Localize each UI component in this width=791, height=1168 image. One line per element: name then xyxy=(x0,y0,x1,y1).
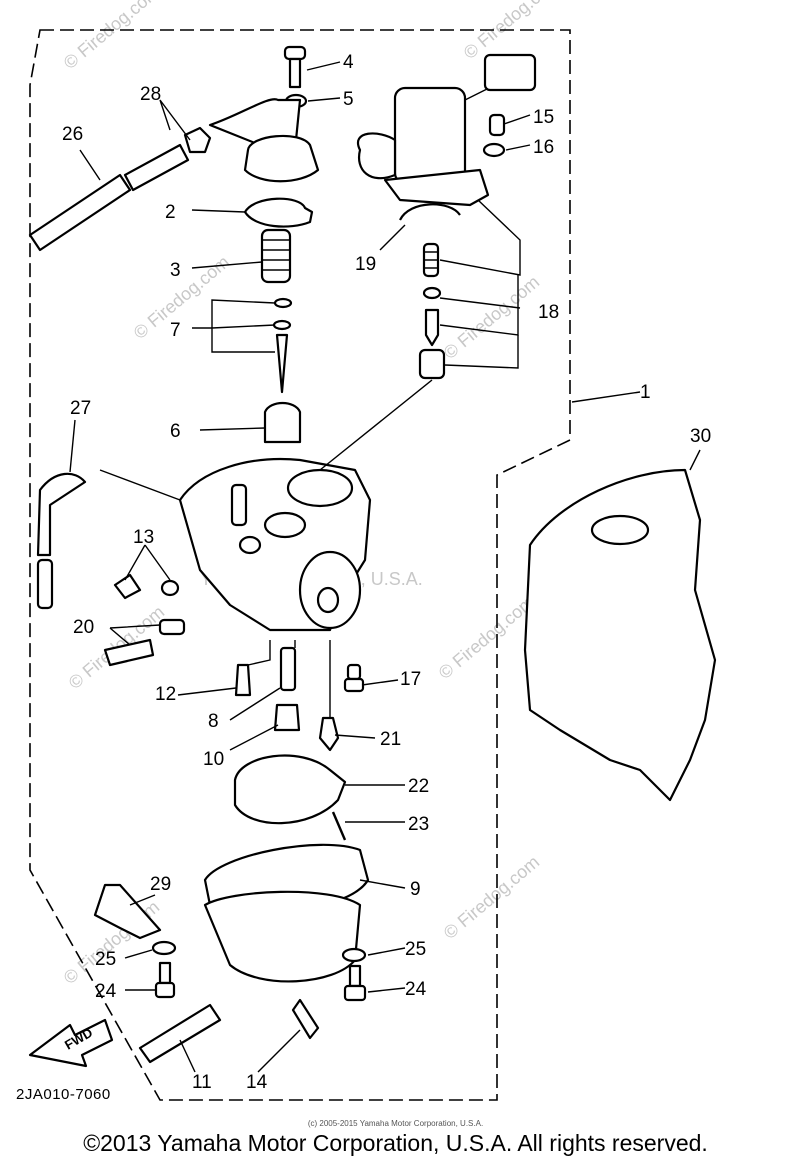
watermark-text: © Firedog.com xyxy=(60,0,163,73)
part-carburetor-body xyxy=(178,458,372,632)
small-copyright: (c) 2005-2015 Yamaha Motor Corporation, … xyxy=(307,1119,484,1128)
part-label-30: 30 xyxy=(690,426,711,447)
part-hose-27a xyxy=(36,472,87,557)
part-number-labels: 30 1 2 3 4 5 6 7 8 9 10 11 12 13 14 15 1… xyxy=(62,52,711,1093)
part-washer-25-left xyxy=(151,940,177,956)
watermark-text: © Firedog.com xyxy=(435,592,538,683)
part-label-15: 15 xyxy=(533,107,554,128)
part-drain-screw-14 xyxy=(291,998,320,1040)
part-hose-26 xyxy=(28,173,132,252)
part-label-4: 4 xyxy=(343,52,354,73)
part-spring-3 xyxy=(260,228,292,284)
part-slide-6 xyxy=(263,401,302,444)
part-pin-23 xyxy=(331,811,347,841)
part-needle-7 xyxy=(275,333,289,394)
part-label-13: 13 xyxy=(133,527,154,548)
part-label-24-left: 24 xyxy=(95,981,117,1002)
part-label-7: 7 xyxy=(170,320,181,341)
part-o-ring-19 xyxy=(399,203,461,221)
part-cover-30 xyxy=(523,468,717,802)
part-spring-20 xyxy=(158,618,186,636)
watermark-text: © Firedog.com xyxy=(440,272,543,363)
part-screw-24-right xyxy=(343,964,367,1002)
part-label-12: 12 xyxy=(155,684,176,705)
part-solenoid xyxy=(356,53,537,207)
fwd-arrow-icon: FWD xyxy=(28,1018,114,1068)
part-top-cover xyxy=(208,98,320,183)
part-screw-24-left xyxy=(154,961,176,999)
drawing-code: 2JA010-7060 xyxy=(16,1086,111,1103)
part-jet-8 xyxy=(279,646,297,692)
part-label-14: 14 xyxy=(246,1072,268,1093)
part-label-16: 16 xyxy=(533,137,554,158)
part-tube-11 xyxy=(138,1003,222,1064)
assembly-outline xyxy=(29,29,571,1101)
part-clip-7a xyxy=(273,297,293,309)
part-label-26: 26 xyxy=(62,124,83,145)
part-screw-17 xyxy=(343,663,365,693)
part-label-25-right: 25 xyxy=(405,939,426,960)
part-label-28: 28 xyxy=(140,84,161,105)
part-washer-16 xyxy=(482,142,506,158)
part-screw-15 xyxy=(488,113,506,137)
part-label-21: 21 xyxy=(380,729,401,750)
copyright-footer: ©2013 Yamaha Motor Corporation, U.S.A. A… xyxy=(83,1130,708,1156)
part-screw-13 xyxy=(113,573,142,600)
part-label-6: 6 xyxy=(170,421,181,442)
part-screw-20 xyxy=(103,638,155,667)
part-gasket-2 xyxy=(243,197,314,228)
part-label-3: 3 xyxy=(170,260,181,281)
part-clip-7b xyxy=(272,319,292,331)
part-washer-25-right xyxy=(341,947,367,963)
part-label-24-right: 24 xyxy=(405,979,427,1000)
part-nut-28 xyxy=(183,126,212,154)
part-spring-13 xyxy=(160,579,180,597)
part-jet-10 xyxy=(273,703,301,732)
part-label-11: 11 xyxy=(192,1072,212,1093)
part-label-23: 23 xyxy=(408,814,429,835)
part-label-27: 27 xyxy=(70,398,91,419)
part-screw-4 xyxy=(283,45,307,89)
part-clip-18 xyxy=(422,286,442,300)
part-tube-28 xyxy=(123,143,190,192)
watermark-text: © Firedog.com xyxy=(440,852,543,943)
part-spring-18 xyxy=(422,242,440,278)
part-label-18: 18 xyxy=(538,302,559,323)
part-hose-27b xyxy=(36,558,54,610)
part-sleeve-18 xyxy=(418,348,446,380)
part-float-bowl xyxy=(203,890,362,983)
part-label-8: 8 xyxy=(208,711,219,732)
part-label-2: 2 xyxy=(165,202,176,223)
watermark-text: © Firedog.com xyxy=(460,0,563,63)
part-float-22 xyxy=(233,754,347,825)
part-bracket-29 xyxy=(93,883,162,940)
part-jet-12 xyxy=(234,663,252,697)
cover-hole-30 xyxy=(590,514,650,546)
part-label-17: 17 xyxy=(400,669,421,690)
part-label-20: 20 xyxy=(73,617,94,638)
part-plunger-18 xyxy=(424,308,440,347)
part-label-19: 19 xyxy=(355,254,376,275)
part-label-1: 1 xyxy=(640,382,651,403)
part-label-22: 22 xyxy=(408,776,429,797)
leader-lines xyxy=(69,61,701,1073)
part-label-9: 9 xyxy=(410,879,421,900)
part-label-25-left: 25 xyxy=(95,949,116,970)
part-label-10: 10 xyxy=(203,749,224,770)
part-label-5: 5 xyxy=(343,89,354,110)
part-valve-21 xyxy=(318,716,340,752)
part-label-29: 29 xyxy=(150,874,171,895)
